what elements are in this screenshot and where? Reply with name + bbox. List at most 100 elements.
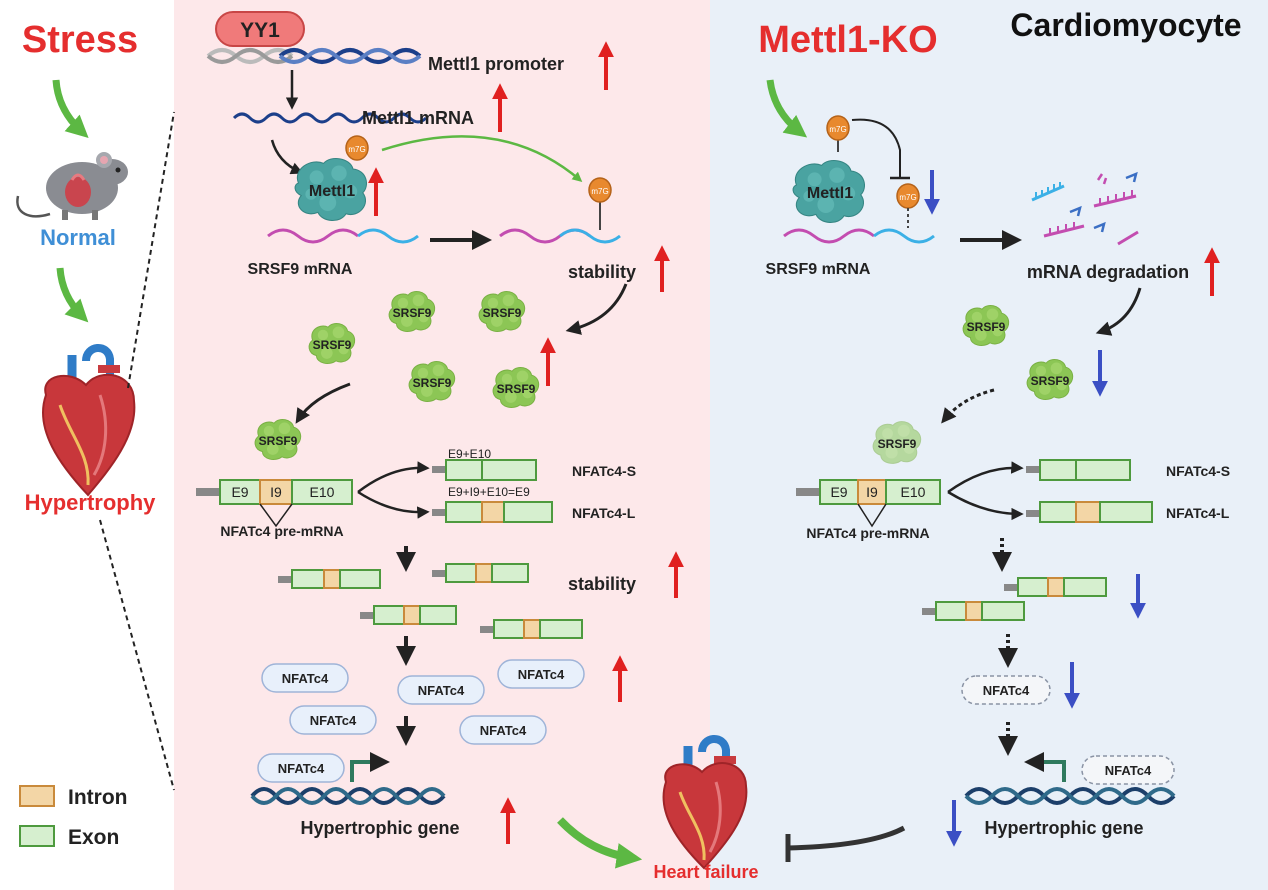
hypertrophic-gene-dna-ko [964, 787, 1176, 805]
stability-label: stability [568, 262, 636, 282]
zoom-line-top [127, 111, 175, 389]
nfatc4-s-transcript-ko [1026, 459, 1131, 481]
nfatc4-protein-unbound-ko [1081, 755, 1175, 785]
mouse-icon [16, 152, 128, 220]
m7g-marker-stress-1: m7G [345, 135, 369, 161]
nfatc4-s-label-ko: NFATc4-S [1166, 463, 1230, 479]
hypertrophy-label: Hypertrophy [25, 490, 157, 515]
nfatc4-protein-4 [289, 705, 377, 735]
split-arrow-long-stress [357, 490, 430, 519]
nfatc4-l-label-ko: NFATc4-L [1166, 505, 1230, 521]
stress-panel-background [174, 0, 710, 890]
nfatc4-protein-5 [459, 715, 547, 745]
nfatc4-premrna-stress [196, 479, 353, 528]
svg-text:I9: I9 [866, 484, 878, 500]
legend-intron-label: Intron [68, 786, 127, 809]
srsf9-mrna-label-ko: SRSF9 mRNA [766, 261, 871, 278]
green-arrow-ko [766, 79, 808, 138]
hypertrophic-gene-label-stress: Hypertrophic gene [300, 818, 459, 838]
split-arrow-short-ko [947, 461, 1024, 494]
svg-text:I9: I9 [270, 484, 282, 500]
svg-text:NFATc4: NFATc4 [1105, 763, 1152, 778]
nfatc4-transcript-2 [432, 563, 529, 583]
nfatc4-l-label-stress: NFATc4-L [572, 505, 636, 521]
yy1-badge: YY1 [215, 11, 305, 47]
svg-text:NFATc4: NFATc4 [518, 667, 565, 682]
green-arrow-stress-normal [52, 79, 89, 139]
stress-label: Stress [22, 19, 138, 61]
svg-text:NFATc4: NFATc4 [418, 683, 465, 698]
srsf9-mrna-ko [783, 228, 935, 244]
nfatc4-transcript-1 [278, 569, 381, 589]
nfatc4-transcript-ko-1 [1004, 577, 1107, 597]
svg-text:SRSF9: SRSF9 [1031, 374, 1070, 388]
srsf9-mrna-stable [499, 200, 621, 244]
svg-text:SRSF9: SRSF9 [393, 306, 432, 320]
nfatc4-protein-3 [497, 659, 585, 689]
heart-failure-label: Heart failure [653, 862, 758, 882]
premrna-label-stress: NFATc4 pre-mRNA [220, 523, 343, 539]
split-arrow-short-stress [357, 461, 430, 493]
heart-icon [42, 344, 136, 497]
svg-text:m7G: m7G [829, 125, 846, 134]
hypertrophic-gene-dna-stress [250, 787, 446, 805]
nfatc4-premrna-ko [796, 479, 941, 528]
zoom-line-bottom [99, 519, 175, 791]
svg-text:m7G: m7G [591, 187, 608, 196]
normal-label: Normal [40, 225, 116, 250]
svg-text:E10: E10 [901, 484, 926, 500]
nfatc4-protein-2 [397, 675, 485, 705]
mettl1-promoter-dna [206, 48, 422, 64]
green-arrow-m7g-transfer [381, 135, 583, 182]
nfatc4-transcript-ko-2 [922, 601, 1025, 621]
legend-intron-swatch [19, 785, 55, 807]
svg-text:SRSF9: SRSF9 [497, 382, 536, 396]
long-isoform-formula: E9+I9+E10=E9 [448, 485, 530, 499]
hypertrophic-gene-label-ko: Hypertrophic gene [984, 818, 1143, 838]
srsf9-mrna-stress [267, 228, 419, 244]
inhibition-icon [787, 825, 906, 851]
svg-text:m7G: m7G [899, 193, 916, 202]
arrow-degradation-to-srsf9 [1095, 287, 1142, 336]
svg-text:NFATc4: NFATc4 [282, 671, 329, 686]
premrna-label-ko: NFATc4 pre-mRNA [806, 525, 929, 541]
nfatc4-s-transcript-stress [432, 459, 537, 481]
green-arrow-to-heart-failure [557, 817, 643, 869]
nfatc4-protein-1 [261, 663, 349, 693]
ko-panel-background [710, 0, 1268, 890]
svg-text:E10: E10 [310, 484, 335, 500]
svg-text:SRSF9: SRSF9 [483, 306, 522, 320]
transcription-start-stress [350, 752, 390, 782]
dotted-arrow-srsf9-to-premrna [941, 388, 995, 424]
srsf9-mrna-label-stress: SRSF9 mRNA [248, 261, 353, 278]
degraded-mrna-fragments [1031, 171, 1139, 246]
svg-text:SRSF9: SRSF9 [259, 434, 298, 448]
m7g-marker-ko-2: m7G [896, 183, 920, 209]
heart-icon [662, 735, 748, 870]
svg-text:E9: E9 [231, 484, 248, 500]
nfatc4-protein-bound-stress [257, 753, 345, 783]
inhibition-icon [851, 118, 901, 178]
mettl1-protein-label-ko: Mettl1 [807, 185, 853, 202]
cardiomyocyte-label: Cardiomyocyte [1010, 7, 1241, 43]
nfatc4-l-transcript-stress [432, 501, 553, 523]
short-isoform-formula: E9+E10 [448, 447, 491, 461]
svg-text:SRSF9: SRSF9 [878, 437, 917, 451]
mrna-degradation-label: mRNA degradation [1027, 262, 1189, 282]
m7g-marker-ko-1: m7G [826, 115, 850, 141]
mettl1-mrna-label: Mettl1 mRNA [362, 108, 474, 128]
svg-text:SRSF9: SRSF9 [413, 376, 452, 390]
m7g-marker-stress-2: m7G [588, 177, 612, 203]
mettl1-protein-label: Mettl1 [309, 183, 355, 200]
nfatc4-l-transcript-ko [1026, 501, 1153, 523]
svg-text:NFATc4: NFATc4 [278, 761, 325, 776]
svg-text:E9: E9 [830, 484, 847, 500]
nfatc4-transcript-3 [360, 605, 457, 625]
split-arrow-long-ko [947, 490, 1024, 521]
mettl1-mrna-wave [232, 112, 428, 124]
svg-text:YY1: YY1 [240, 19, 280, 42]
svg-text:m7G: m7G [348, 145, 365, 154]
legend-exon-swatch [19, 825, 55, 847]
